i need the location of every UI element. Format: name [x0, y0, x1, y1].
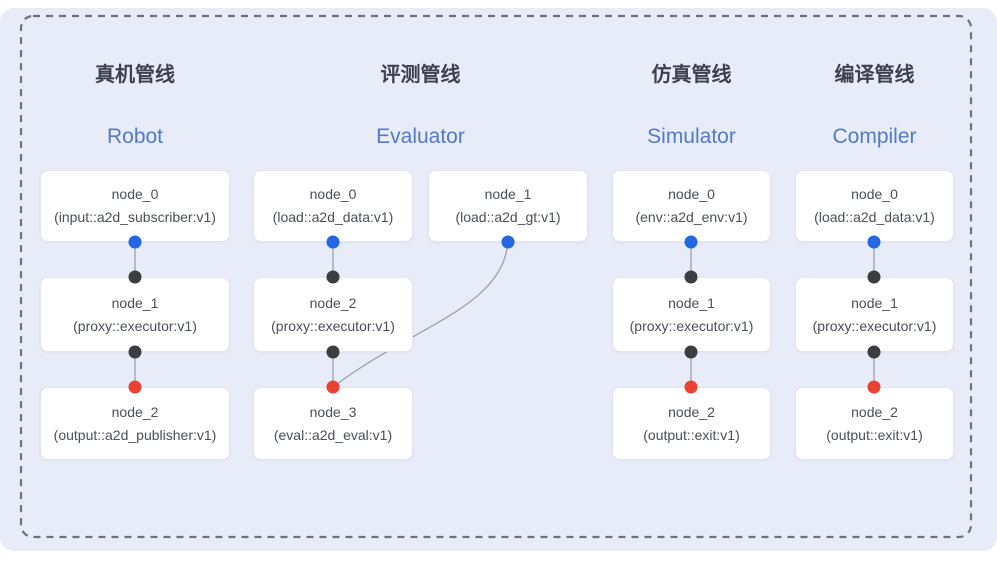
input-port-dot-red	[684, 380, 698, 394]
node-box-evaluator-0: node_0 (load::a2d_data:v1)	[253, 170, 413, 242]
output-port-dot-blue	[326, 235, 340, 249]
pipeline-title-en-robot: Robot	[106, 125, 164, 148]
input-port-dot-dark	[684, 270, 698, 284]
node-name: node_2	[851, 403, 898, 420]
output-port-dot-dark	[684, 345, 698, 359]
cross-edge-curve	[332, 241, 509, 388]
node-name: node_1	[484, 186, 532, 202]
node-box-compiler-2: node_2 (output::exit:v1)	[795, 387, 954, 460]
node-box-evaluator-1: node_1 (load::a2d_gt:v1)	[428, 170, 588, 242]
node-impl: (input::a2d_subscriber:v1)	[54, 209, 216, 225]
output-port-dot-dark	[867, 345, 881, 359]
output-port-dot-blue	[867, 235, 881, 249]
pipeline-title-zh-simulator: 仿真管线	[651, 64, 732, 86]
node-name: node_0	[668, 186, 715, 202]
output-port-dot-blue	[501, 235, 515, 249]
pipeline-title-en-simulator: Simulator	[647, 125, 736, 148]
node-name: node_2	[309, 294, 357, 311]
node-name: node_1	[851, 294, 898, 311]
node-box-robot-1: node_1 (proxy::executor:v1)	[40, 277, 230, 352]
pipeline-title-zh-evaluator: 评测管线	[380, 64, 461, 86]
node-box-simulator-2: node_2 (output::exit:v1)	[612, 387, 771, 460]
output-port-dot-dark	[128, 345, 142, 359]
node-impl: (env::a2d_env:v1)	[635, 209, 748, 225]
node-box-compiler-0: node_0 (load::a2d_data:v1)	[795, 170, 954, 242]
pipeline-title-en-compiler: Compiler	[832, 125, 917, 148]
pipeline-title-zh-compiler: 编译管线	[834, 64, 915, 86]
input-port-dot-red	[326, 380, 340, 394]
node-name: node_1	[668, 294, 715, 311]
node-impl: (load::a2d_data:v1)	[814, 209, 935, 225]
node-impl: (output::exit:v1)	[643, 426, 740, 443]
node-impl: (proxy::executor:v1)	[271, 317, 395, 334]
node-name: node_0	[309, 186, 357, 202]
input-port-dot-red	[128, 380, 142, 394]
node-box-simulator-1: node_1 (proxy::executor:v1)	[612, 277, 771, 352]
output-port-dot-blue	[128, 235, 142, 249]
node-impl: (eval::a2d_eval:v1)	[273, 426, 393, 443]
node-box-evaluator-3: node_3 (eval::a2d_eval:v1)	[253, 387, 413, 460]
input-port-dot-dark	[326, 270, 340, 284]
node-box-simulator-0: node_0 (env::a2d_env:v1)	[612, 170, 771, 242]
node-impl: (load::a2d_gt:v1)	[455, 209, 561, 225]
node-impl: (output::exit:v1)	[826, 426, 923, 443]
input-port-dot-red	[867, 380, 881, 394]
node-name: node_1	[111, 294, 159, 311]
dashed-boundary	[19, 14, 973, 539]
node-box-robot-0: node_0 (input::a2d_subscriber:v1)	[40, 170, 230, 242]
pipeline-title-zh-robot: 真机管线	[95, 64, 175, 86]
node-box-evaluator-2: node_2 (proxy::executor:v1)	[253, 277, 413, 352]
node-impl: (proxy::executor:v1)	[629, 317, 754, 334]
node-impl: (output::a2d_publisher:v1)	[53, 426, 217, 443]
pipeline-title-en-evaluator: Evaluator	[376, 125, 465, 148]
node-name: node_2	[668, 403, 715, 420]
node-name: node_2	[111, 403, 159, 420]
node-box-robot-2: node_2 (output::a2d_publisher:v1)	[40, 387, 230, 460]
output-port-dot-blue	[684, 235, 698, 249]
node-impl: (proxy::executor:v1)	[812, 317, 937, 334]
input-port-dot-dark	[128, 270, 142, 284]
node-name: node_0	[111, 186, 159, 202]
node-name: node_0	[851, 186, 898, 202]
node-impl: (load::a2d_data:v1)	[272, 209, 394, 225]
node-impl: (proxy::executor:v1)	[73, 317, 197, 334]
input-port-dot-dark	[867, 270, 881, 284]
output-port-dot-dark	[326, 345, 340, 359]
node-box-compiler-1: node_1 (proxy::executor:v1)	[795, 277, 954, 352]
node-name: node_3	[309, 403, 357, 420]
